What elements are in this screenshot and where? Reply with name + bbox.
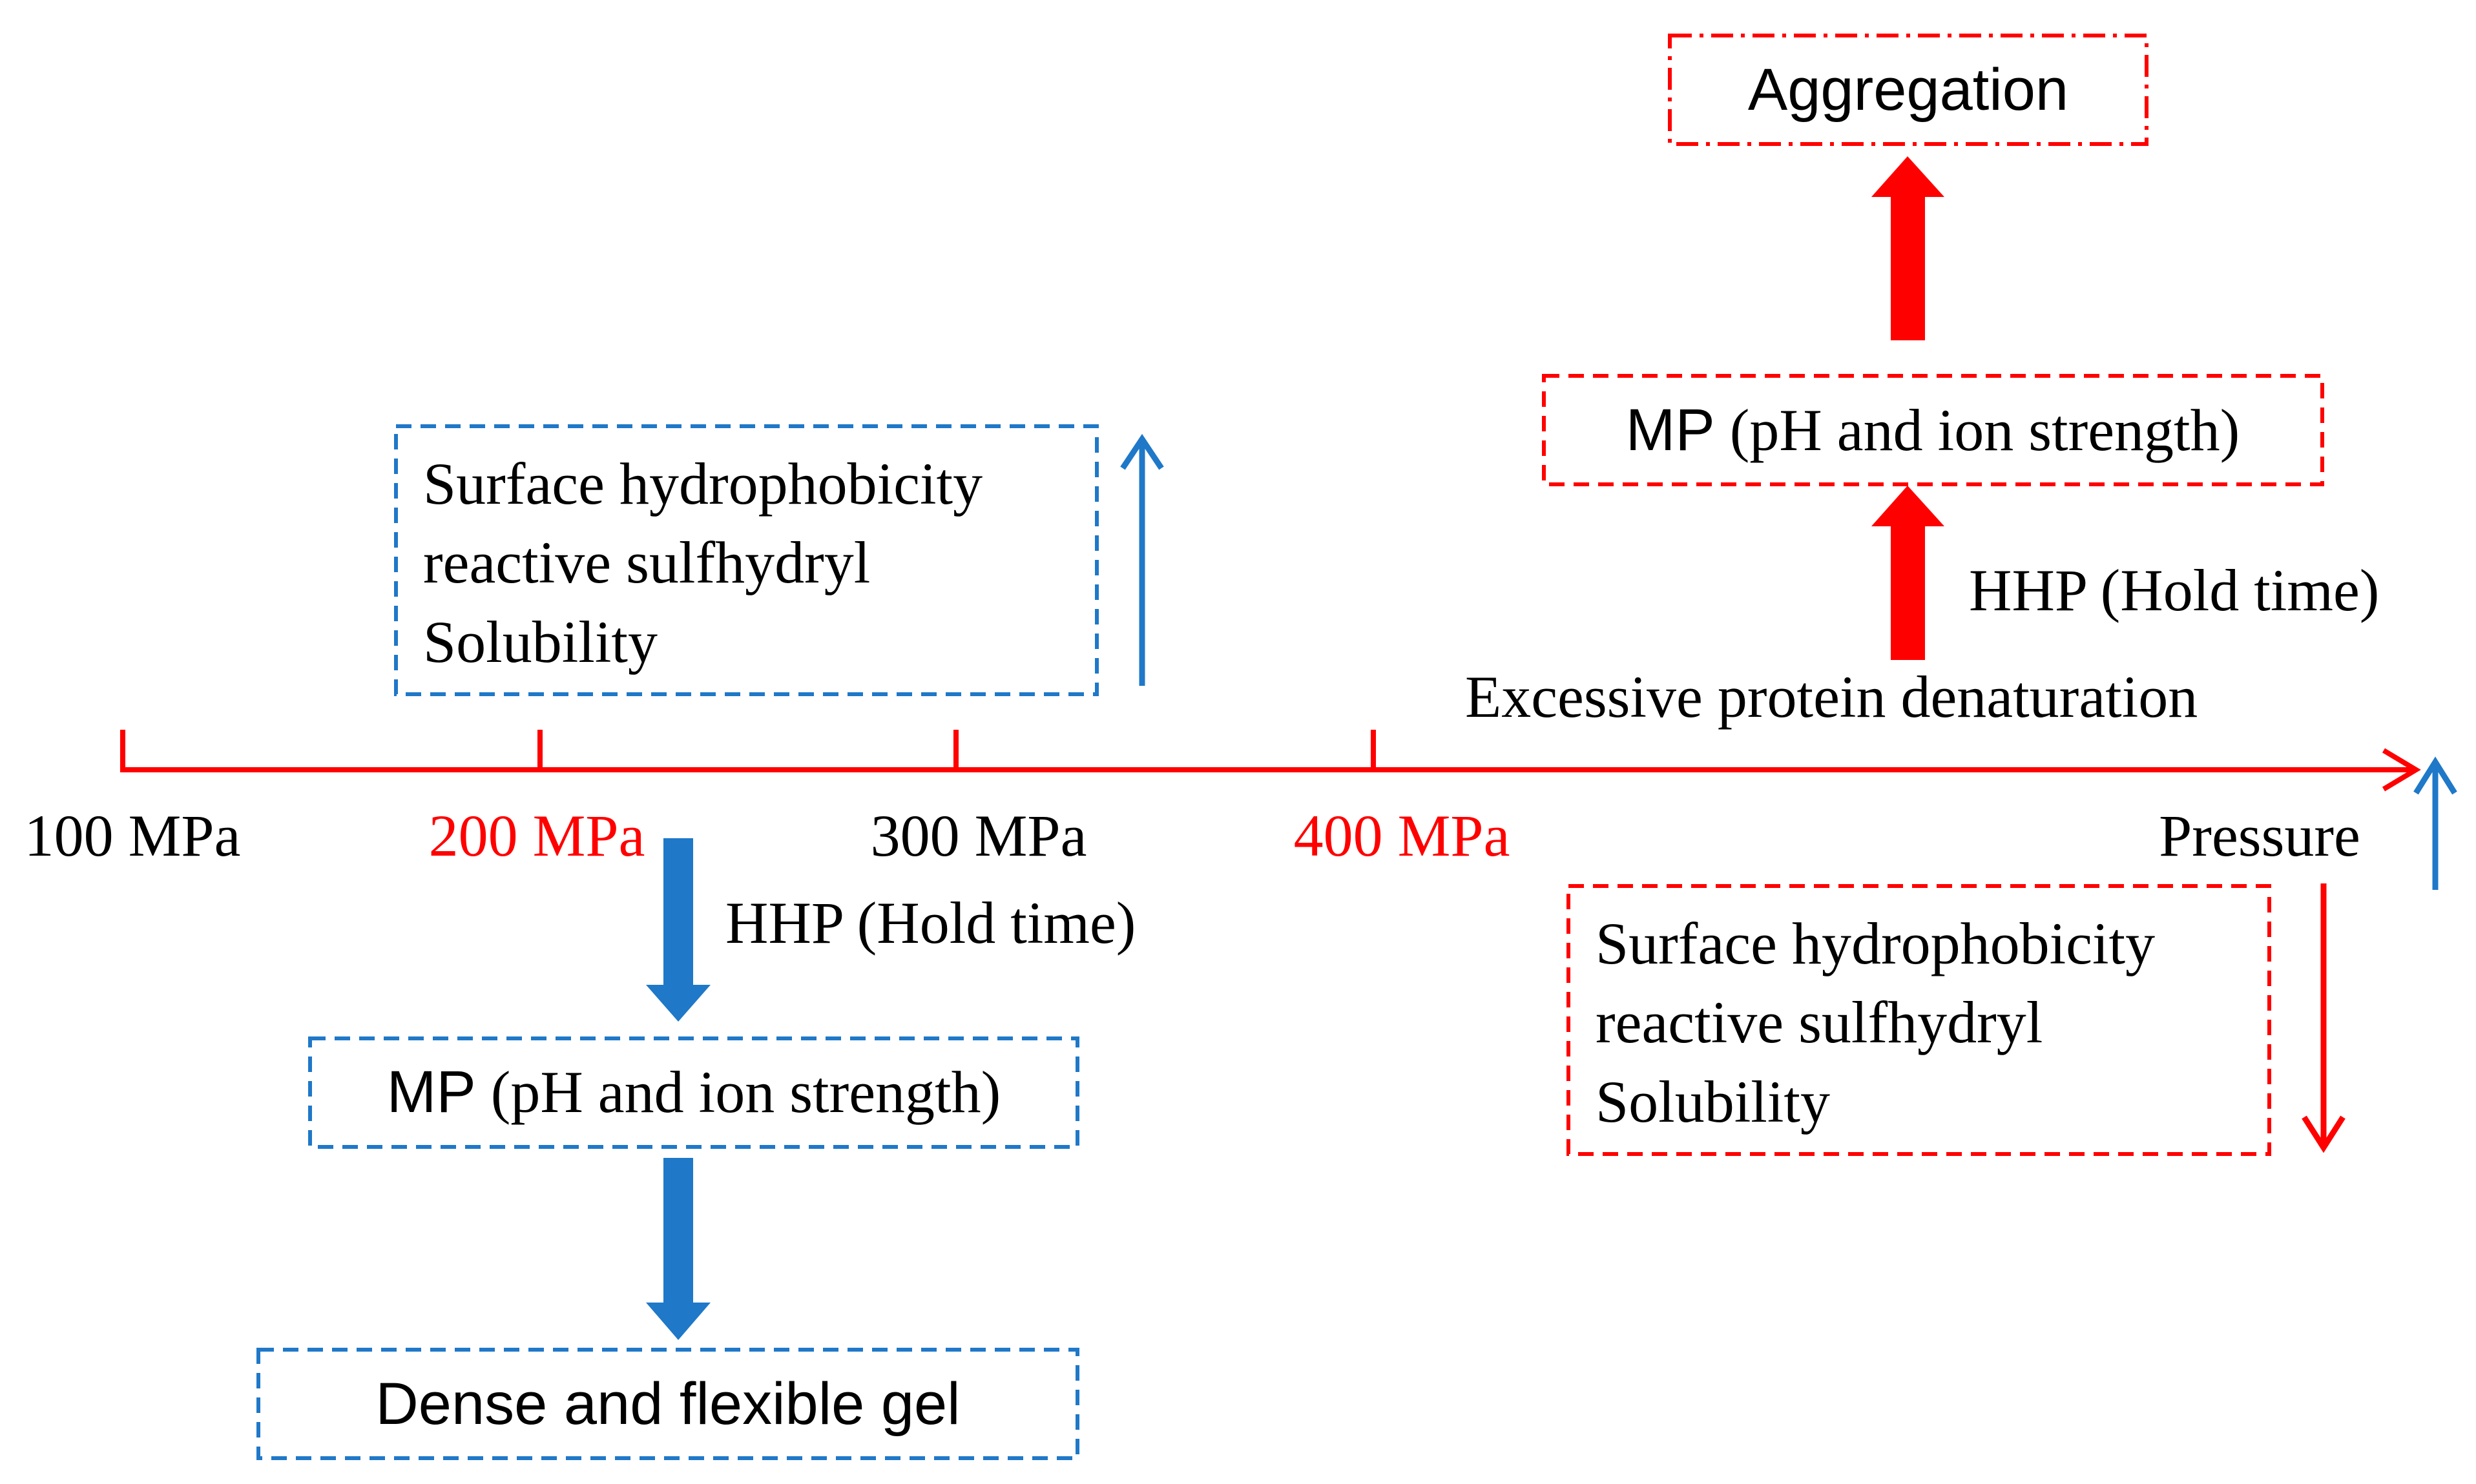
high-properties-box [1566, 884, 2271, 1156]
low-mp-box [308, 1036, 1079, 1149]
low-property-hydrophobicity: Surface hydrophobicity [423, 451, 983, 517]
high-property-solubility: Solubility [1596, 1069, 1830, 1135]
low-hhp-down-arrow-icon [646, 838, 711, 1022]
low-properties-box [394, 424, 1099, 696]
high-result-text: Aggregation [1748, 57, 2068, 123]
axis-label-300: 300 MPa [871, 803, 1087, 869]
pressure-axis: 100 MPa 200 MPa 300 MPa 400 MPa Pressure [25, 730, 2421, 869]
high-mp-box [1542, 374, 2324, 486]
high-pressure-branch: Aggregation MP (pH and ion strength) HHP… [1465, 34, 2457, 1156]
low-properties-increase-arrow-icon [1120, 433, 1164, 686]
high-hhp-label: HHP (Hold time) [1969, 557, 2379, 623]
high-mp-prefix: MP [1626, 397, 1715, 463]
low-result-text: Dense and flexible gel [375, 1371, 960, 1437]
axis-end-label: Pressure [2159, 803, 2360, 869]
low-hhp-label: HHP (Hold time) [725, 890, 1136, 956]
low-pressure-branch: Surface hydrophobicity reactive sulfhydr… [256, 424, 1164, 1460]
high-property-hydrophobicity: Surface hydrophobicity [1596, 911, 2155, 976]
high-aggregation-up-arrow-icon [1871, 156, 1944, 340]
pressure-increase-arrow-icon [2413, 756, 2457, 890]
low-result-box [256, 1348, 1079, 1460]
high-result-box [1668, 34, 2148, 146]
low-mp-text: MP (pH and ion strength) [387, 1059, 1001, 1125]
axis-label-400: 400 MPa [1294, 803, 1510, 869]
denaturation-label: Excessive protein denaturation [1465, 664, 2198, 730]
low-mp-prefix: MP [387, 1059, 476, 1125]
high-property-sulfhydryl: reactive sulfhydryl [1596, 989, 2043, 1055]
low-property-solubility: Solubility [423, 609, 658, 675]
low-result-down-arrow-icon [646, 1158, 711, 1340]
low-property-sulfhydryl: reactive sulfhydryl [423, 530, 870, 595]
low-mp-rest: (pH and ion strength) [476, 1059, 1001, 1125]
high-hhp-up-arrow-icon [1871, 486, 1944, 660]
high-mp-text: MP (pH and ion strength) [1626, 397, 2240, 463]
axis-label-200: 200 MPa [429, 803, 645, 869]
axis-arrowhead [2382, 748, 2421, 792]
high-mp-rest: (pH and ion strength) [1715, 397, 2240, 463]
high-properties-decrease-arrow-icon [2302, 883, 2346, 1153]
axis-label-100: 100 MPa [25, 803, 241, 869]
